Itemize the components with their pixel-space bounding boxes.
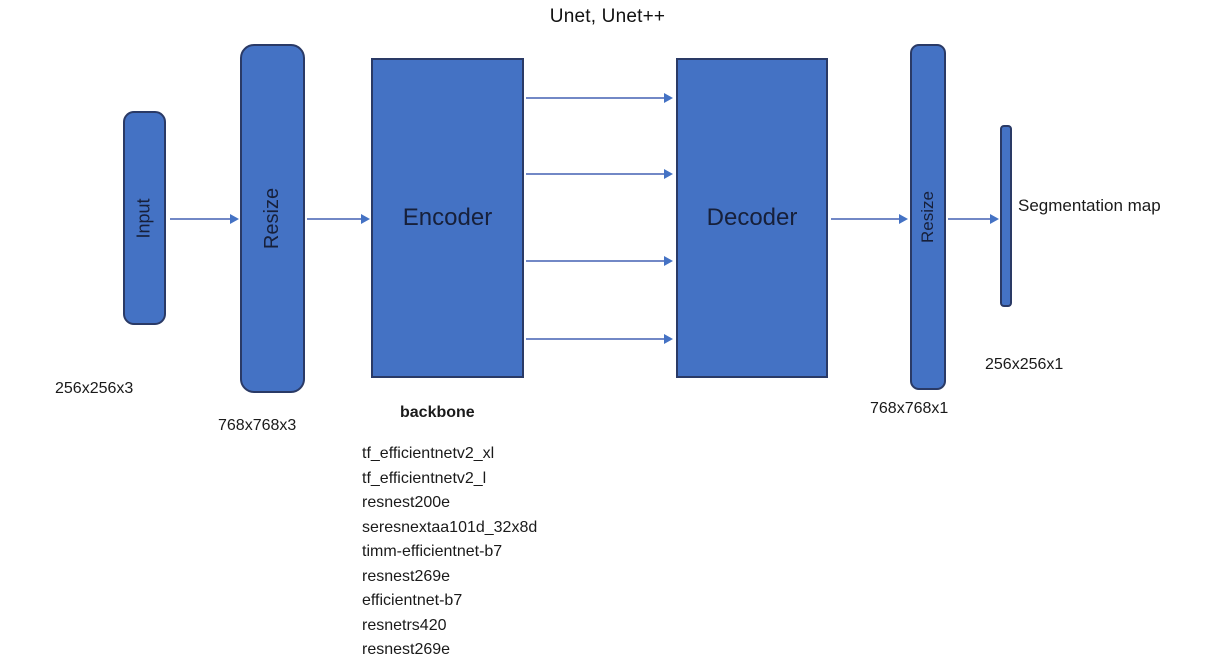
resize-out-dim-label: 768x768x1 [870,400,949,417]
diagram-title: Unet, Unet++ [549,6,666,27]
backbone-heading: backbone [400,404,475,421]
segmap-dim-label: 256x256x1 [985,356,1064,373]
resize-in-dim-label: 768x768x3 [218,417,297,434]
backbone-model: resnest269e [362,567,451,585]
resize-in-node: Resize [240,44,305,393]
skip-connection-arrow-4 [526,334,673,343]
backbone-model: resnetrs420 [362,616,447,634]
input-node-label: Input [134,197,155,239]
backbone-model: tf_efficientnetv2_xl [362,445,495,462]
segmentation-map-bar [1000,125,1012,307]
arrow-resize-to-encoder [307,214,370,223]
backbone-model: resnest200e [362,494,451,511]
skip-connection-arrow-2 [526,169,673,178]
decoder-node-label: Decoder [706,204,798,231]
arrow-decoder-to-resize [831,214,908,223]
resize-out-node: Resize [910,44,946,390]
encoder-node: Encoder [371,58,524,378]
skip-connection-arrow-3 [526,256,673,265]
backbone-model: timm-efficientnet-b7 [362,543,503,560]
decoder-node: Decoder [676,58,828,378]
backbone-model: tf_efficientnetv2_l [362,469,487,487]
arrow-resize-to-segmap [948,214,999,223]
skip-connection-arrow-1 [526,93,673,102]
segmentation-map-label: Segmentation map [1018,196,1161,215]
backbone-model: seresnextaa101d_32x8d [362,518,538,536]
input-dim-label: 256x256x3 [55,380,134,397]
backbone-model: resnest269e [362,641,451,658]
resize-in-node-label: Resize [261,187,284,250]
arrow-input-to-resize [170,214,239,223]
input-node: Input [123,111,166,325]
backbone-model: efficientnet-b7 [362,592,463,609]
resize-out-node-label: Resize [918,191,937,243]
encoder-node-label: Encoder [402,204,493,231]
